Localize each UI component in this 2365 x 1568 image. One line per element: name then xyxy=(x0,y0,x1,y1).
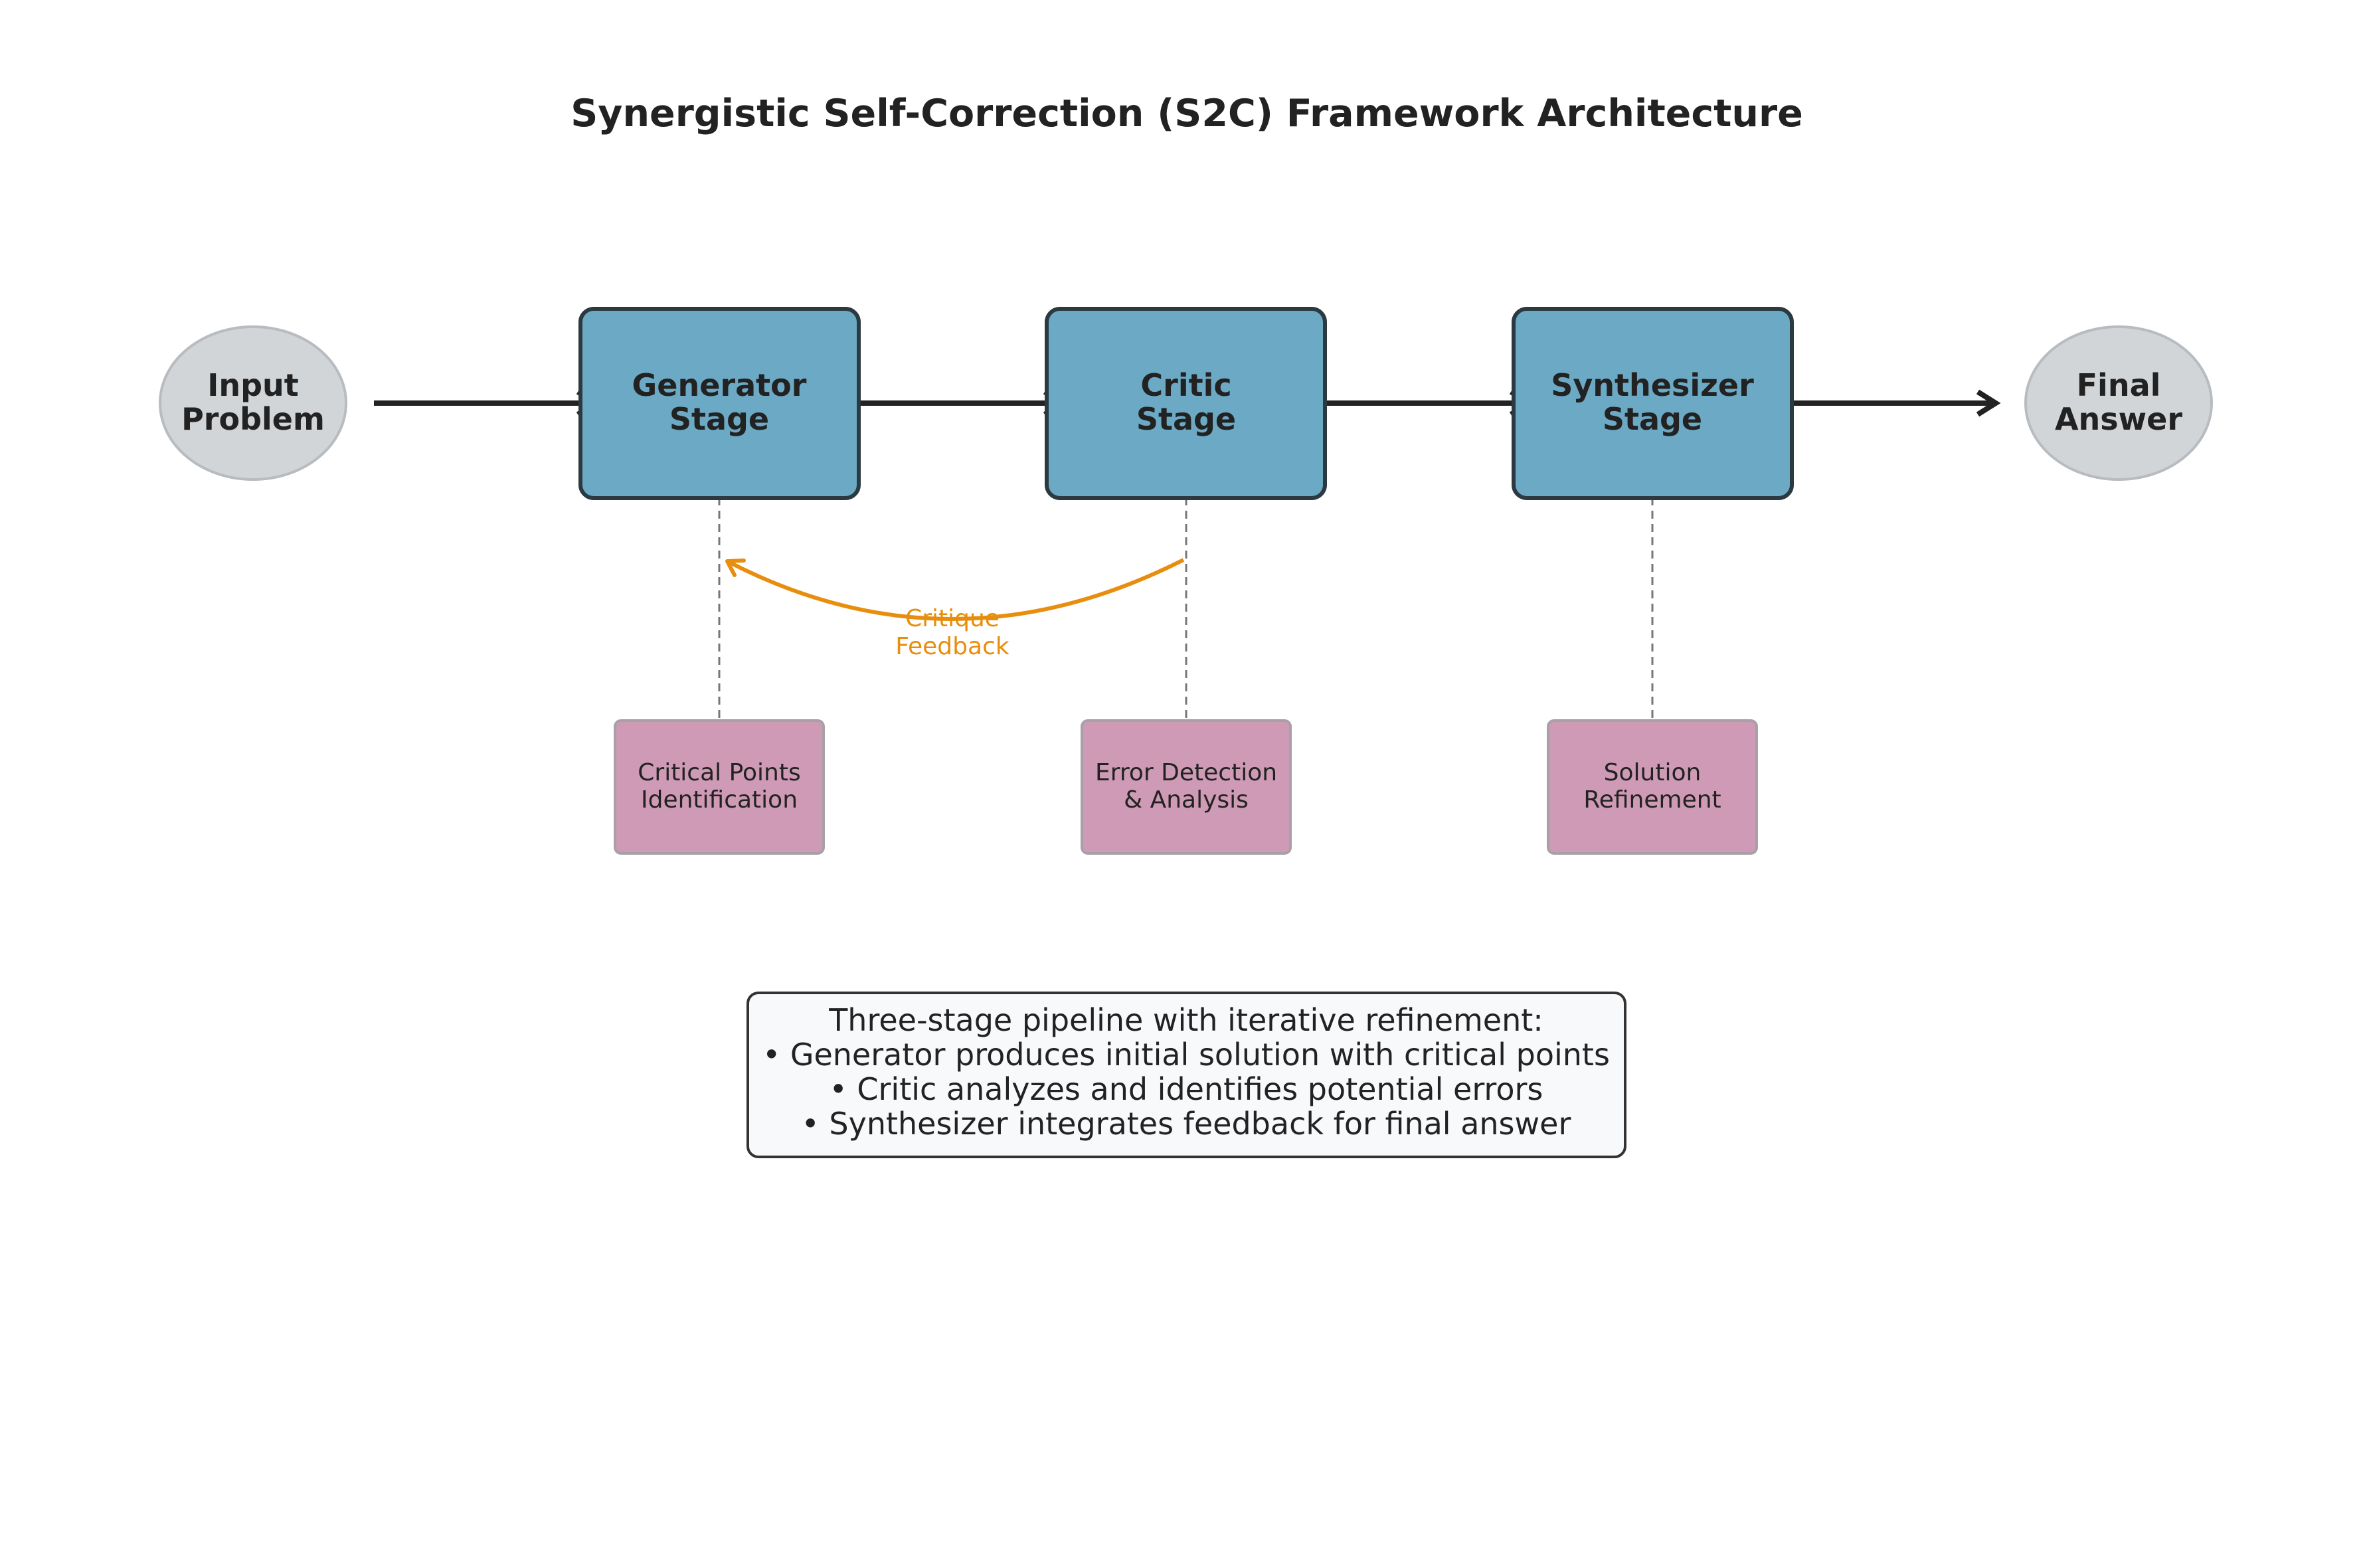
stage-generator-label-line2: Stage xyxy=(669,401,769,437)
stage-synthesizer: Synthesizer Stage xyxy=(1512,307,1794,500)
output-label: Final xyxy=(2077,367,2161,403)
summary-box: Three-stage pipeline with iterative refi… xyxy=(746,992,1626,1158)
detail-generator-label-line2: Identification xyxy=(641,786,798,814)
detail-synthesizer-box xyxy=(1547,719,1758,855)
output-label-line2: Answer xyxy=(2055,401,2182,437)
critique-feedback: Critique Feedback xyxy=(725,558,1185,660)
summary-bullet: • Critic analyzes and identifies potenti… xyxy=(830,1071,1543,1107)
diagram-title: Synergistic Self-Correction (S2C) Framew… xyxy=(570,92,1802,135)
detail-critic-box xyxy=(1081,719,1292,855)
summary-heading: Three-stage pipeline with iterative refi… xyxy=(828,1002,1543,1038)
stage-generator-box xyxy=(578,307,861,500)
summary-bullet: • Synthesizer integrates feedback for fi… xyxy=(802,1106,1571,1142)
stage-synthesizer-label-line2: Stage xyxy=(1603,401,1702,437)
stage-critic-label-line2: Stage xyxy=(1136,401,1236,437)
detail-generator-box xyxy=(614,719,825,855)
input-label: Input xyxy=(207,367,299,403)
stage-generator: Generator Stage xyxy=(578,307,861,500)
summary-bullet: • Generator produces initial solution wi… xyxy=(762,1037,1610,1073)
detail-synthesizer-label-line2: Refinement xyxy=(1583,786,1721,814)
stage-detail-connectors xyxy=(718,484,1654,729)
arrow-synthesizer-to-output-head xyxy=(1976,389,2001,417)
feedback-label-line2: Feedback xyxy=(895,633,1009,660)
feedback-arrowhead xyxy=(725,559,746,577)
stage-synthesizer-box xyxy=(1512,307,1794,500)
detail-generator-label: Critical Points xyxy=(638,759,801,786)
input-label-line2: Problem xyxy=(181,401,325,437)
detail-synthesizer: Solution Refinement xyxy=(1547,719,1758,855)
feedback-curve xyxy=(726,558,1185,621)
detail-critic-label-line2: & Analysis xyxy=(1124,786,1249,814)
input-ellipse xyxy=(159,325,347,481)
stage-synthesizer-label: Synthesizer xyxy=(1551,367,1754,403)
stage-critic-box xyxy=(1045,307,1327,500)
detail-critic-label: Error Detection xyxy=(1095,759,1277,786)
stage-critic-label: Critic xyxy=(1140,367,1231,403)
stage-generator-label: Generator xyxy=(632,367,807,403)
feedback-label: Critique xyxy=(905,605,1000,632)
detail-critic: Error Detection & Analysis xyxy=(1081,719,1292,855)
input-node: Input Problem xyxy=(159,325,347,481)
stage-critic: Critic Stage xyxy=(1045,307,1327,500)
output-ellipse xyxy=(2024,325,2213,481)
output-node: Final Answer xyxy=(2024,325,2213,481)
detail-generator: Critical Points Identification xyxy=(614,719,825,855)
detail-synthesizer-label: Solution xyxy=(1604,759,1702,786)
summary-box-frame xyxy=(746,992,1626,1158)
